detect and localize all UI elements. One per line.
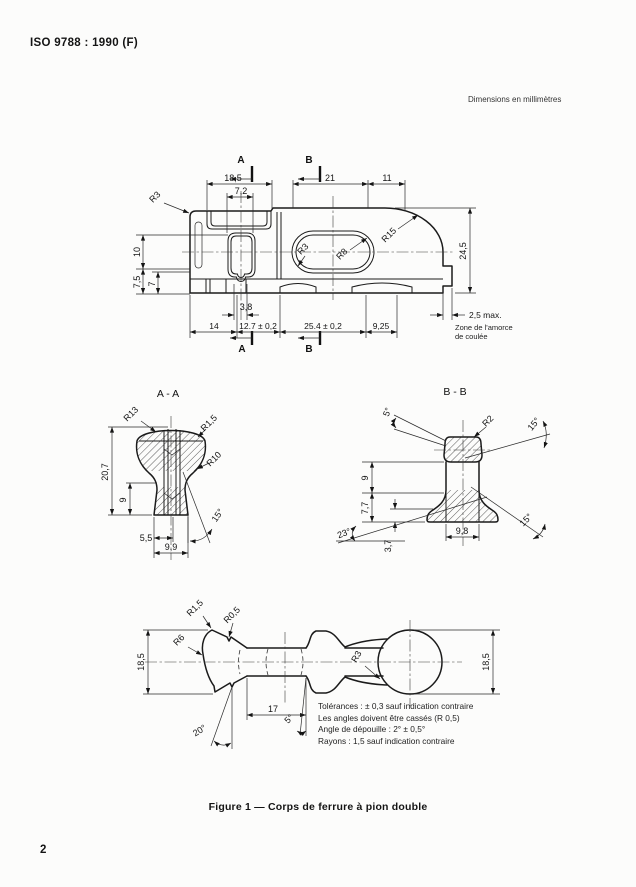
dim-9-aa: 9 bbox=[118, 497, 128, 502]
dim-7: 7 bbox=[147, 281, 157, 286]
side-flare-bottom bbox=[305, 675, 388, 694]
bb-outline bbox=[426, 461, 499, 523]
radius-r2: R2 bbox=[480, 413, 495, 428]
dim-14: 14 bbox=[209, 321, 219, 331]
note-tolerances: Tolérances : ± 0,3 sauf indication contr… bbox=[318, 701, 474, 711]
zone-note-line2: de coulée bbox=[455, 332, 488, 341]
dim-18-5-right: 18,5 bbox=[481, 653, 491, 671]
dim-25-4: 25.4 ± 0,2 bbox=[304, 321, 342, 331]
angle-20: 20° bbox=[191, 722, 208, 738]
radius-r0-5: R0,5 bbox=[222, 605, 243, 626]
dim-7-5: 7,5 bbox=[132, 276, 142, 289]
section-aa-title: A - A bbox=[157, 388, 179, 400]
dim-10: 10 bbox=[132, 247, 142, 257]
plan-body-outline bbox=[189, 207, 453, 294]
plan-foot-notch bbox=[279, 283, 317, 293]
dim-3-7: 3,7 bbox=[383, 540, 393, 553]
radius-r1-5-aa: R1,5 bbox=[199, 413, 220, 434]
dim-3-8: 3,8 bbox=[240, 302, 253, 312]
radius-r15: R15 bbox=[380, 226, 399, 245]
figure-caption: Figure 1 — Corps de ferrure à pion doubl… bbox=[208, 801, 428, 813]
radius-r13: R13 bbox=[122, 405, 141, 424]
units-note: Dimensions en millimètres bbox=[468, 95, 562, 104]
dim-2-5-max: 2,5 max. bbox=[469, 310, 502, 320]
angle-15-aa: 15° bbox=[210, 507, 226, 524]
radius-r10: R10 bbox=[205, 450, 224, 469]
section-label-a-top: A bbox=[237, 155, 244, 166]
angle-23: 23° bbox=[336, 526, 353, 540]
zone-note-line1: Zone de l'amorce bbox=[455, 323, 513, 332]
dim-17: 17 bbox=[268, 704, 278, 714]
section-label-b-top: B bbox=[305, 155, 312, 166]
section-aa: A - A 20,7 9 5,5 9,9 bbox=[100, 388, 226, 560]
radius-r3-side: R3 bbox=[349, 649, 363, 664]
plan-foot-notch bbox=[351, 282, 413, 293]
angle-15-bb-bottom: 15° bbox=[518, 511, 535, 528]
dim-12-7: 12.7 ± 0,2 bbox=[239, 321, 277, 331]
angle-5-bb: 5° bbox=[381, 406, 393, 418]
dim-5-5: 5,5 bbox=[140, 533, 153, 543]
dim-9-8: 9,8 bbox=[456, 526, 469, 536]
angle-5-side: 5° bbox=[282, 712, 295, 725]
dim-9-9: 9,9 bbox=[165, 542, 178, 552]
dim-18-5-left: 18,5 bbox=[136, 653, 146, 671]
dim-9-25: 9,25 bbox=[373, 321, 390, 331]
plan-view: A B A B 18,5 7,2 21 11 bbox=[132, 155, 513, 355]
dim-7-7: 7,7 bbox=[360, 502, 370, 515]
dim-11: 11 bbox=[382, 173, 391, 183]
dim-9-bb: 9 bbox=[360, 475, 370, 480]
radius-r1-5-side: R1,5 bbox=[185, 598, 206, 619]
plan-pin-hole bbox=[227, 232, 256, 282]
section-bb: B - B 5° R2 15° bbox=[336, 386, 551, 553]
page-number: 2 bbox=[40, 844, 47, 856]
section-label-a-bottom: A bbox=[238, 344, 245, 355]
note-angles: Les angles doivent être cassés (R 0,5) bbox=[318, 712, 460, 723]
plan-channel bbox=[206, 211, 272, 230]
plan-obround-slot bbox=[291, 230, 375, 274]
dim-21: 21 bbox=[325, 173, 335, 183]
note-radii: Rayons : 1,5 sauf indication contraire bbox=[318, 735, 455, 746]
tolerance-notes: Tolérances : ± 0,3 sauf indication contr… bbox=[318, 701, 473, 747]
side-flare-top bbox=[305, 630, 388, 649]
radius-r3-corner: R3 bbox=[147, 189, 162, 204]
standard-reference: ISO 9788 : 1990 (F) bbox=[30, 37, 138, 49]
note-draft-angle: Angle de dépouille : 2° ± 0,5° bbox=[318, 724, 426, 735]
angle-15-bb-top: 15° bbox=[525, 415, 542, 432]
side-pin-outline bbox=[201, 629, 248, 693]
section-label-b-bottom: B bbox=[305, 344, 312, 355]
radius-r8: R8 bbox=[334, 246, 349, 261]
radius-r3-slot: R3 bbox=[295, 241, 310, 256]
dim-20-7: 20,7 bbox=[100, 463, 110, 481]
dim-24-5: 24,5 bbox=[458, 242, 468, 260]
section-bb-title: B - B bbox=[443, 386, 466, 398]
dim-18-5: 18,5 bbox=[224, 173, 242, 183]
radius-r6: R6 bbox=[171, 632, 186, 647]
dim-7-2: 7,2 bbox=[235, 186, 248, 196]
aa-outline bbox=[135, 429, 207, 516]
